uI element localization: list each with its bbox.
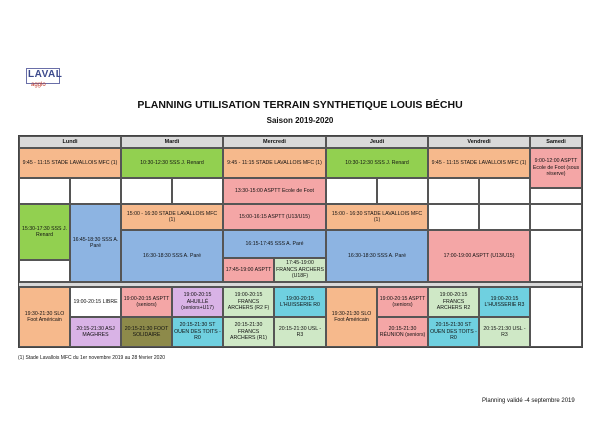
footnote: (1) Stade Lavallois MFC du 1er novembre … (18, 355, 166, 361)
slot-wednesday-late: 16:15-17:45 SSS A. Paré (223, 230, 326, 258)
validation-note: Planning validé -4 septembre 2019 (482, 398, 575, 404)
header-samedi: Samedi (530, 136, 582, 148)
slot-tuesday-afternoon: 15:00 - 16:30 STADE LAVALLOIS MFC (1) (121, 204, 223, 230)
slot-tuesday-evening-st-ouen: 20:15-21:30 ST OUEN DES TOITS - R0 (172, 317, 223, 347)
page-title: PLANNING UTILISATION TERRAIN SYNTHETIQUE… (137, 99, 463, 111)
schedule-grid: Lundi Mardi Mercredi Jeudi Vendredi Same… (18, 135, 583, 348)
empty-cell (479, 178, 530, 204)
empty-cell (326, 178, 377, 204)
empty-cell (530, 230, 582, 282)
slot-wednesday-evening-archers: 17:45-19:00 FRANCS ARCHERS (U18F) (274, 258, 326, 282)
season-subtitle: Saison 2019-2020 (266, 116, 334, 125)
header-mardi: Mardi (121, 136, 223, 148)
slot-tuesday-morning: 10:30-12:30 SSS J. Renard (121, 148, 223, 178)
slot-wednesday-evening-asptt: 17:45-19:00 ASPTT (223, 258, 274, 282)
evening-separator (19, 282, 582, 287)
header-mercredi: Mercredi (223, 136, 326, 148)
empty-cell (530, 188, 582, 204)
slot-wednesday-evening-huisserie: 19:00-20:15 L'HUISSERIE R0 (274, 287, 326, 317)
slot-wednesday-early-afternoon: 13:30-15:00 ASPTT Ecole de Foot (223, 178, 326, 204)
empty-cell (19, 260, 70, 282)
slot-wednesday-evening-usl: 20:15-21:30 USL - R3 (274, 317, 326, 347)
slot-friday-late: 17:00-19:00 ASPTT (U13/U15) (428, 230, 530, 282)
slot-wednesday-afternoon: 15:00-16:15 ASPTT (U13/U15) (223, 204, 326, 230)
slot-friday-evening-archers: 19:00-20:15 FRANCS ARCHERS R2 (428, 287, 479, 317)
slot-thursday-evening-asptt: 19:00-20:15 ASPTT (seniors) (377, 287, 428, 317)
slot-wednesday-morning: 9:45 - 11:15 STADE LAVALLOIS MFC (1) (223, 148, 326, 178)
logo-frame (26, 68, 60, 84)
slot-monday-afternoon-renard: 15:30-17:30 SSS J. Renard (19, 204, 70, 260)
empty-cell (121, 178, 172, 204)
slot-thursday-morning: 10:30-12:30 SSS J. Renard (326, 148, 428, 178)
slot-monday-evening-libre: 19:00-20:15 LIBRE (70, 287, 121, 317)
empty-cell (377, 178, 428, 204)
slot-friday-morning: 9:45 - 11:15 STADE LAVALLOIS MFC (1) (428, 148, 530, 178)
slot-tuesday-evening-solidaire: 20:15-21:30 FOOT SOLIDAIRE (121, 317, 172, 347)
slot-monday-evening-asj: 20:15-21:30 ASJ MAGHRES (70, 317, 121, 347)
slot-tuesday-evening-ahuille: 19:00-20:15 AHUILLÉ (seniors+U17) (172, 287, 223, 317)
slot-thursday-afternoon: 15:00 - 16:30 STADE LAVALLOIS MFC (1) (326, 204, 428, 230)
logo-sub: agglo (31, 82, 46, 88)
slot-thursday-evening-reunion: 20:15-21:30 RÉUNION (seniors) (377, 317, 428, 347)
logo-word: LAVAL (28, 69, 63, 80)
empty-cell (479, 204, 530, 230)
slot-thursday-evening-slo: 19:30-21:30 SLO Foot Américain (326, 287, 377, 347)
slot-tuesday-late: 16:30-18:30 SSS A. Paré (121, 230, 223, 282)
empty-cell (530, 204, 582, 230)
empty-cell (172, 178, 223, 204)
header-jeudi: Jeudi (326, 136, 428, 148)
slot-friday-evening-huisserie: 19:00-20:15 L'HUISSERIE R3 (479, 287, 530, 317)
slot-wednesday-evening-archers-r1: 20:15-21:30 FRANCS ARCHERS (R1) (223, 317, 274, 347)
slot-tuesday-evening-asptt: 19:00-20:15 ASPTT (seniors) (121, 287, 172, 317)
slot-monday-afternoon-pare: 16:45-18:30 SSS A. Paré (70, 204, 121, 282)
empty-cell (70, 178, 121, 204)
slot-wednesday-evening-archers-r2f: 19:00-20:15 FRANCS ARCHERS (R2 F) (223, 287, 274, 317)
empty-cell (428, 178, 479, 204)
slot-monday-morning: 9:45 - 11:15 STADE LAVALLOIS MFC (1) (19, 148, 121, 178)
slot-monday-evening-slo: 19:30-21:30 SLO Foot Américain (19, 287, 70, 347)
laval-agglo-logo: LAVAL agglo (26, 68, 63, 88)
header-lundi: Lundi (19, 136, 121, 148)
empty-cell (19, 178, 70, 204)
header-vendredi: Vendredi (428, 136, 530, 148)
empty-cell (428, 204, 479, 230)
slot-friday-evening-usl: 20:15-21:30 USL - R3 (479, 317, 530, 347)
empty-cell (530, 287, 582, 347)
slot-friday-evening-st-ouen: 20:15-21:30 ST OUEN DES TOITS - R0 (428, 317, 479, 347)
slot-thursday-late: 16:30-18:30 SSS A. Paré (326, 230, 428, 282)
slot-saturday-morning: 9:00-12:00 ASPTT Ecole de Foot (sous rés… (530, 148, 582, 188)
